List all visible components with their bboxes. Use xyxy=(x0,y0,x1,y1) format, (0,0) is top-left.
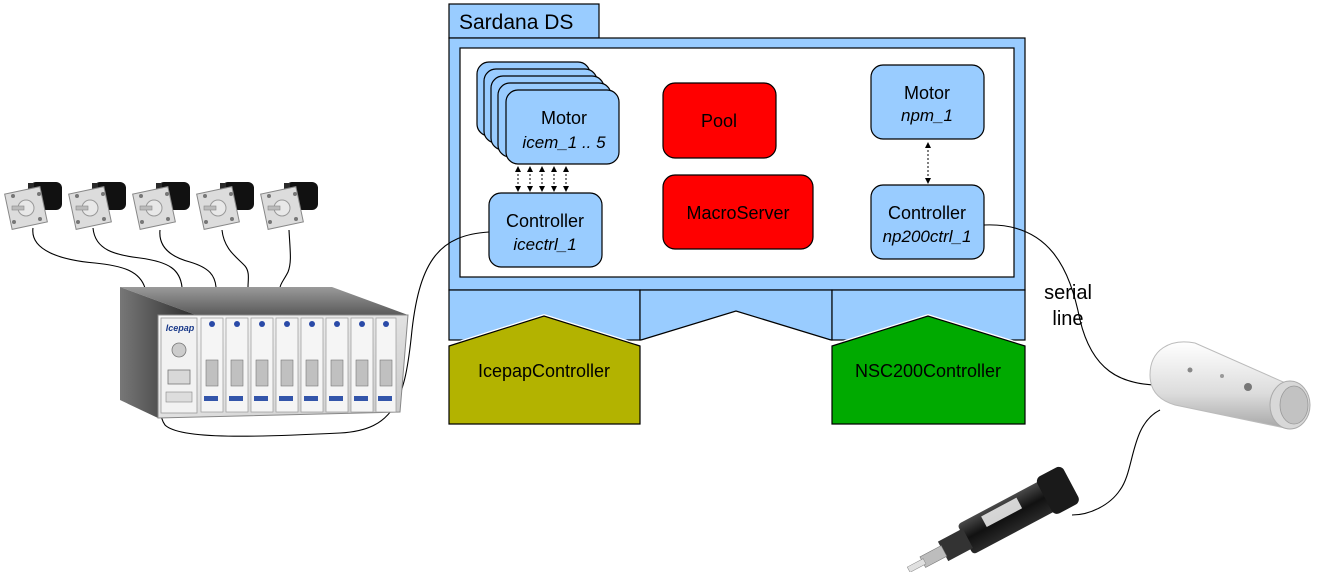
right-controller-box xyxy=(870,184,985,260)
stepper-motor-icon xyxy=(4,181,63,230)
stepper-motor-icon xyxy=(132,181,191,230)
left-controller-name: icectrl_1 xyxy=(513,235,576,254)
nsc200-controller-icon xyxy=(1149,341,1311,430)
piezo-actuator-icon xyxy=(906,466,1079,572)
right-motor-name: npm_1 xyxy=(901,106,953,125)
nsc200-controller-label: NSC200Controller xyxy=(855,361,1001,381)
left-motor-name: icem_1 .. 5 xyxy=(522,133,606,152)
icepap-rack-label: Icepap xyxy=(166,323,195,333)
right-motor-controller-link xyxy=(925,142,931,184)
serial-line-label: serial line xyxy=(1044,282,1092,330)
sardana-ds-tab xyxy=(448,3,600,39)
left-controller-title: Controller xyxy=(506,211,584,231)
right-controller: Controller np200ctrl_1 xyxy=(870,184,985,260)
plugin-slots xyxy=(448,289,1026,341)
right-motor-title: Motor xyxy=(904,83,950,103)
cables xyxy=(32,224,1161,516)
macroserver-block: MacroServer xyxy=(662,174,814,250)
macroserver-label: MacroServer xyxy=(686,203,789,223)
serial-label-line2: line xyxy=(1052,308,1083,330)
pool-label: Pool xyxy=(701,111,737,131)
icepap-controller-plugin: IcepapController xyxy=(448,314,641,425)
left-controller-box xyxy=(488,192,603,268)
left-motor-controller-links xyxy=(517,170,567,188)
pool-block: Pool xyxy=(662,82,777,159)
left-motor-title: Motor xyxy=(541,108,587,128)
stepper-motor-icon xyxy=(260,181,319,230)
left-controller: Controller icectrl_1 xyxy=(488,192,603,268)
left-link-arrowheads xyxy=(515,166,569,192)
sardana-ds-title: Sardana DS xyxy=(459,11,573,34)
left-motor-stack: Motor icem_1 .. 5 xyxy=(476,61,620,165)
serial-label-line1: serial xyxy=(1044,282,1092,304)
right-controller-name: np200ctrl_1 xyxy=(883,227,972,246)
right-motor: Motor npm_1 xyxy=(870,64,985,140)
icepap-controller-label: IcepapController xyxy=(478,361,610,381)
right-motor-box xyxy=(870,64,985,140)
stepper-motor-icon xyxy=(68,181,127,230)
left-motor-box xyxy=(505,89,620,165)
icepap-rack-icon: Icepap xyxy=(120,287,409,419)
stepper-motors xyxy=(4,181,319,230)
nsc200-controller-plugin: NSC200Controller xyxy=(831,314,1026,425)
stepper-motor-icon xyxy=(196,181,255,230)
right-controller-title: Controller xyxy=(888,203,966,223)
